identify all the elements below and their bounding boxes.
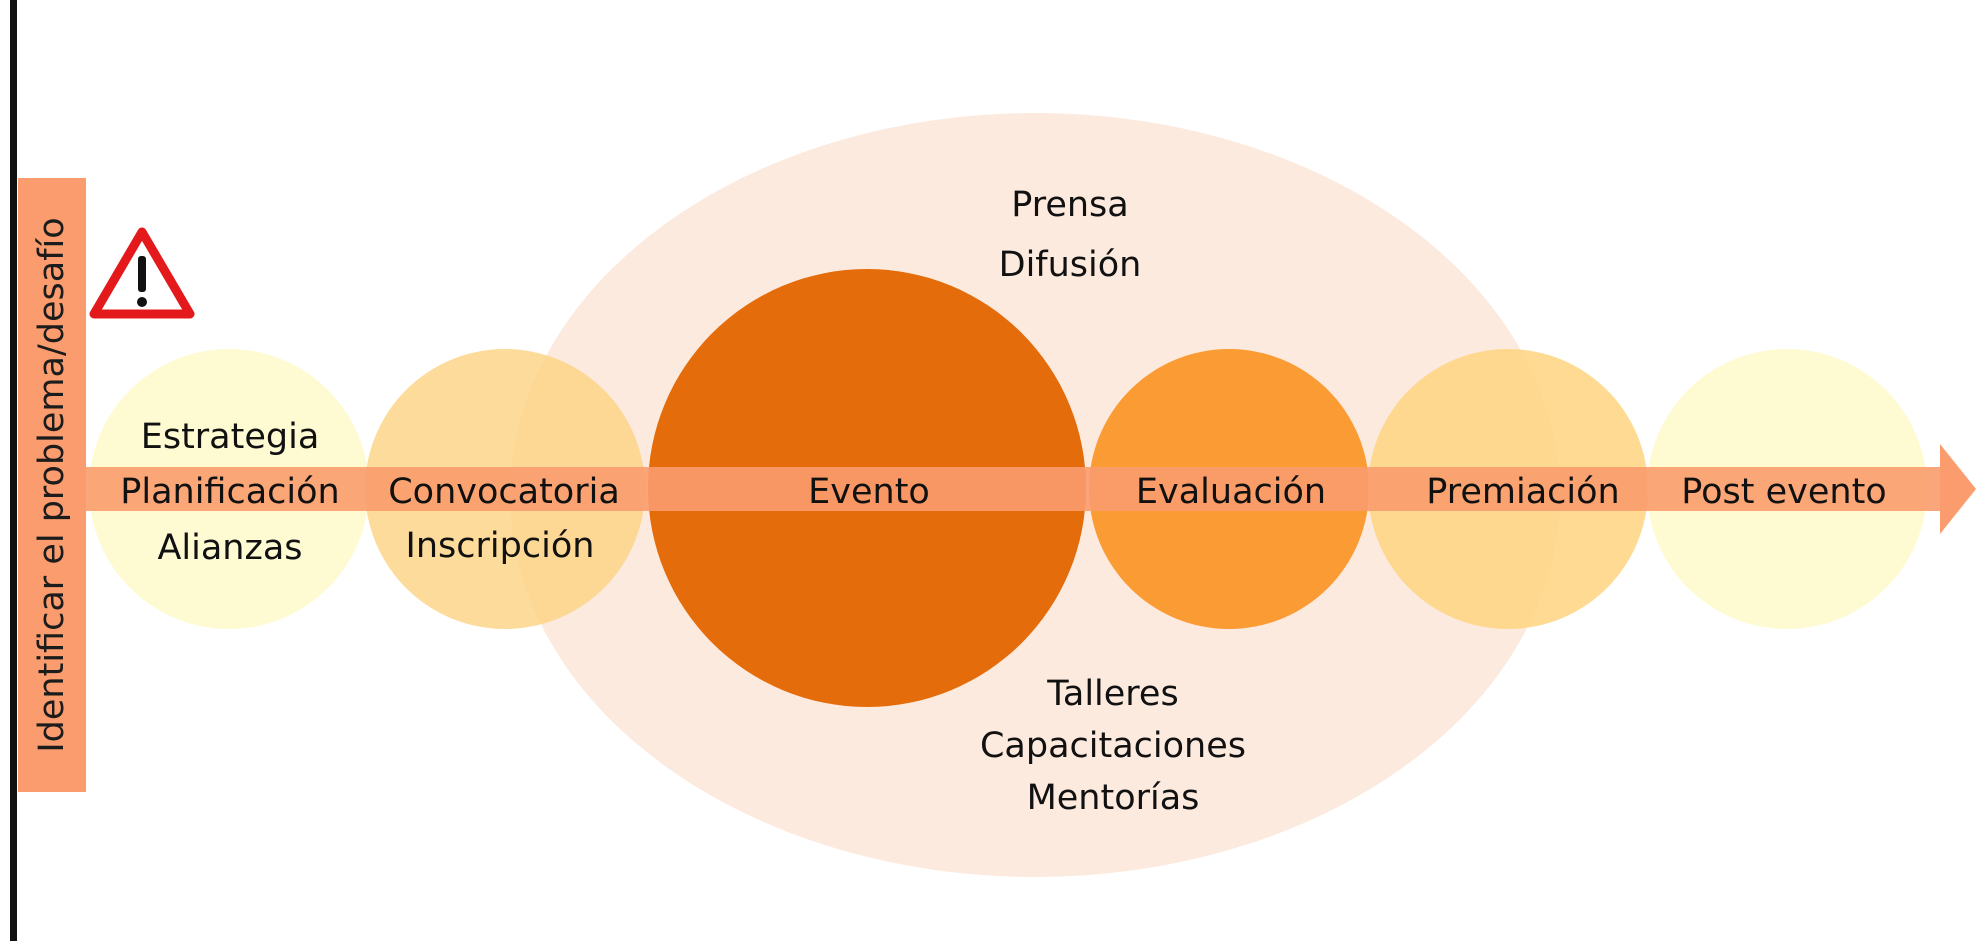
left-border-line (10, 0, 17, 941)
stage-evento-label: Evento (808, 472, 930, 512)
stage-premiacion-label: Premiación (1426, 472, 1619, 512)
context-top-line-1: Prensa (1011, 185, 1129, 225)
context-bottom-line-1: Talleres (1046, 674, 1178, 714)
stage-alianzas-label: Alianzas (157, 528, 302, 568)
context-bottom-line-2: Capacitaciones (980, 726, 1246, 766)
side-label: Identificar el problema/desafío (32, 217, 72, 752)
stage-evaluacion-label: Evaluación (1136, 472, 1326, 512)
side-bar-rect (18, 178, 86, 792)
context-top-line-2: Difusión (999, 245, 1142, 285)
stage-convocatoria-label: Convocatoria (388, 472, 620, 512)
arrow-shaft (70, 467, 1942, 511)
side-bar: Identificar el problema/desafío (18, 178, 86, 792)
context-bottom-line-3: Mentorías (1027, 778, 1200, 818)
timeline-arrow (70, 444, 1976, 534)
stage-post-evento-label: Post evento (1681, 472, 1886, 512)
stage-estrategia-label: Estrategia (141, 417, 320, 457)
arrow-right-icon (1940, 444, 1976, 534)
stage-planificacion-label: Planificación (120, 472, 340, 512)
stage-inscripcion-label: Inscripción (406, 526, 595, 566)
warning-icon (89, 227, 195, 319)
